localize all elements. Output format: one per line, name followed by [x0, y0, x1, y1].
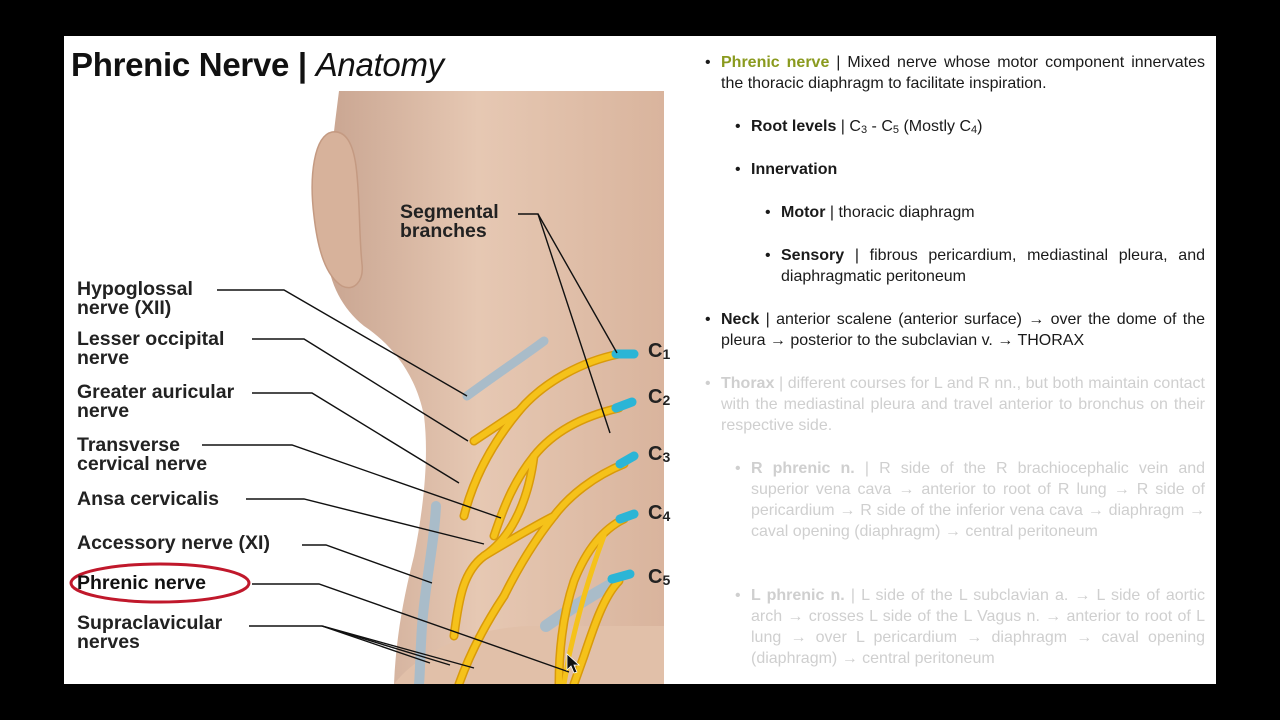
label-supraclavicular: Supraclavicular nerves	[77, 612, 223, 653]
label-transverse-cervical: Transverse cervical nerve	[77, 434, 208, 475]
label-accessory-nerve: Accessory nerve (XI)	[77, 532, 270, 554]
root-label-c3: C3	[648, 443, 671, 465]
ear	[311, 131, 363, 289]
note-phrenic: Phrenic nerve | Mixed nerve whose motor …	[705, 52, 1205, 94]
note-sensory: Sensory | fibrous pericardium, mediastin…	[765, 245, 1205, 287]
note-neck: Neck | anterior scalene (anterior surfac…	[705, 309, 1205, 351]
root-label-c5: C5	[648, 566, 671, 588]
label-greater-auricular: Greater auricular nerve	[77, 381, 235, 422]
phrenic-nerve-path	[561, 533, 607, 684]
label-ansa-cervicalis: Ansa cervicalis	[77, 488, 220, 510]
phrenic-highlight-ring	[69, 562, 251, 604]
cervical-plexus	[449, 349, 629, 684]
note-root-levels: Root levels | C3 - C5 (Mostly C4)	[735, 116, 1205, 141]
spinal-roots	[607, 349, 639, 584]
note-innervation: Innervation	[735, 159, 1205, 180]
head-neck-skin	[326, 91, 664, 684]
root-label-c1: C1	[648, 340, 671, 362]
slide: Segmental branches Hypoglossal nerve (XI…	[64, 36, 1216, 684]
root-label-c4: C4	[648, 502, 671, 524]
label-hypoglossal: Hypoglossal nerve (XII)	[77, 278, 193, 319]
cursor-icon	[566, 653, 581, 674]
label-segmental-branches: Segmental branches	[400, 201, 499, 242]
note-l-phrenic: L phrenic n. | L side of the L subclavia…	[735, 585, 1205, 669]
root-label-c2: C2	[648, 386, 671, 408]
hypoglossal-vessel	[462, 336, 549, 401]
anatomy-figure: Segmental branches Hypoglossal nerve (XI…	[64, 36, 684, 684]
label-lesser-occipital: Lesser occipital nerve	[77, 328, 225, 369]
note-thorax: Thorax | different courses for L and R n…	[705, 373, 1205, 436]
note-motor: Motor | thoracic diaphragm	[765, 202, 1205, 223]
page-title: Phrenic Nerve | Anatomy	[71, 46, 444, 83]
vessel-left	[414, 501, 441, 684]
label-phrenic-nerve: Phrenic nerve	[77, 572, 206, 594]
neck-illustration	[69, 91, 664, 684]
leader-lines	[202, 213, 618, 673]
note-r-phrenic: R phrenic n. | R side of the R brachioce…	[735, 458, 1205, 542]
